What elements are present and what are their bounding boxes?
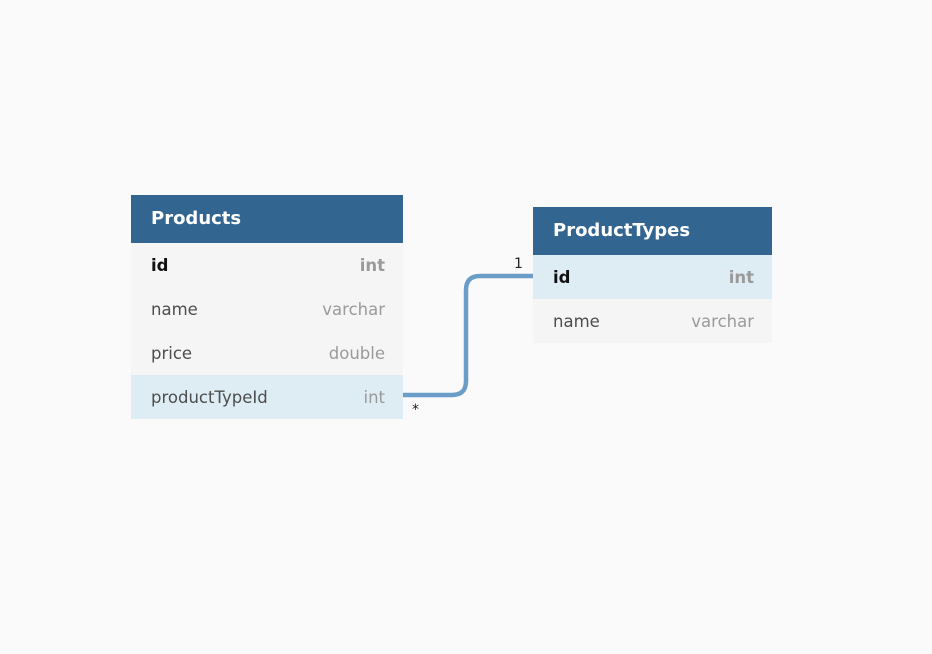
field-name: price (151, 343, 193, 363)
field-type: int (363, 387, 385, 407)
field-row-products-id[interactable]: id int (131, 243, 403, 287)
table-products[interactable]: Products id int name varchar price doubl… (131, 195, 403, 419)
field-row-products-name[interactable]: name varchar (131, 287, 403, 331)
field-name: productTypeId (151, 387, 268, 407)
field-type: int (728, 267, 754, 287)
table-header-products[interactable]: Products (131, 195, 403, 243)
field-row-products-producttypeid[interactable]: productTypeId int (131, 375, 403, 419)
field-row-products-price[interactable]: price double (131, 331, 403, 375)
field-type: varchar (691, 311, 754, 331)
field-row-producttypes-id[interactable]: id int (533, 255, 772, 299)
table-producttypes[interactable]: ProductTypes id int name varchar (533, 207, 772, 343)
relationship-line[interactable] (400, 273, 536, 398)
table-header-producttypes[interactable]: ProductTypes (533, 207, 772, 255)
field-row-producttypes-name[interactable]: name varchar (533, 299, 772, 343)
field-type: double (328, 343, 385, 363)
field-type: int (359, 255, 385, 275)
field-name: name (151, 299, 198, 319)
field-name: name (553, 311, 600, 331)
field-name: id (553, 267, 571, 287)
cardinality-many: * (412, 402, 419, 418)
field-name: id (151, 255, 169, 275)
field-type: varchar (322, 299, 385, 319)
cardinality-one: 1 (514, 256, 523, 272)
